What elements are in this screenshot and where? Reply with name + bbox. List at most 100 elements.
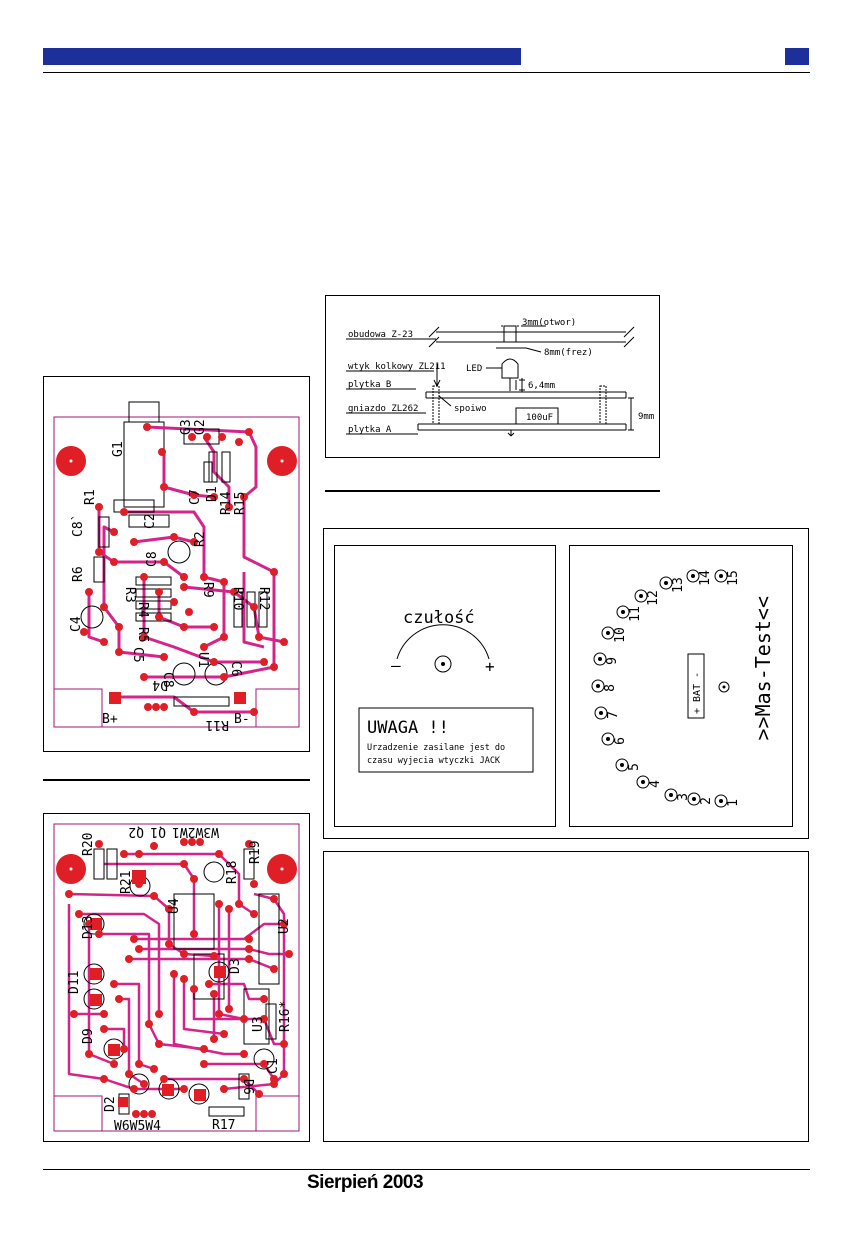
label-c8p: C8`	[71, 514, 86, 537]
battery-label: + BAT -	[692, 672, 703, 714]
label-height-9: 9mm	[638, 412, 654, 422]
label-r6: R6	[71, 566, 86, 582]
label-bminus: B-	[234, 712, 250, 727]
led-15	[714, 569, 728, 583]
label-height-64: 6,4mm	[528, 381, 555, 391]
panel-sensitivity-drawing: czułość – + UWAGA !! Urzadzenie zasilane…	[358, 608, 534, 773]
label-g3: G3	[179, 419, 194, 435]
led-scale-number-13: 13	[671, 577, 686, 593]
led-scale-number-6: 6	[613, 737, 628, 745]
label-d3: D3	[228, 958, 243, 974]
label-r10: R10	[230, 587, 245, 610]
label-r15: R15	[233, 492, 248, 515]
label-r14: R14	[219, 491, 234, 515]
potentiometer-knob[interactable]	[434, 655, 452, 673]
led-10	[601, 626, 615, 640]
label-g1: G1	[111, 441, 126, 457]
label-r20: R20	[81, 833, 96, 856]
label-q1: Q1	[150, 824, 166, 839]
label-c1: C1	[266, 1058, 281, 1074]
footer-rule	[43, 1169, 810, 1170]
label-r3: R3	[122, 587, 137, 603]
led-7	[594, 706, 608, 720]
led-8	[591, 679, 605, 693]
assembly-drawing: 3mm(otwor) obudowa Z-23 8mm(frez) wtyk k…	[346, 318, 654, 437]
label-w3w2w1: W3W2W1	[172, 824, 219, 839]
label-r1: R1	[83, 489, 98, 505]
led-13	[659, 576, 673, 590]
panel-sensitivity: czułość – + UWAGA !! Urzadzenie zasilane…	[334, 545, 556, 827]
led-9	[593, 652, 607, 666]
label-spoiwo: spoiwo	[454, 404, 487, 414]
label-d1: D1	[205, 486, 220, 502]
led-scale-number-15: 15	[726, 570, 741, 586]
pcb-board-2: R20 Q2 Q1 W3W2W1 R19 R21 R18 U4 U2 D13 D…	[53, 823, 300, 1134]
led-12	[634, 589, 648, 603]
warning-title: UWAGA !!	[367, 718, 449, 738]
led-scale-number-9: 9	[605, 657, 620, 665]
led-3	[664, 788, 678, 802]
label-u3: U3	[251, 1016, 266, 1032]
warning-line-2: czasu wyjecia wtyczki JACK	[367, 756, 501, 766]
label-obudowa: obudowa Z-23	[348, 330, 413, 340]
led-scale-number-2: 2	[699, 797, 714, 805]
label-r11: R11	[206, 717, 229, 732]
led-4	[636, 775, 650, 789]
label-c8b: C8	[160, 672, 175, 688]
label-c4: C4	[69, 616, 84, 632]
warning-line-1: Urzadzenie zasilane jest do	[367, 743, 505, 753]
led-2	[687, 792, 701, 806]
led-scale-number-12: 12	[646, 590, 661, 606]
label-d9: D9	[81, 1028, 96, 1044]
label-r9: R9	[200, 582, 215, 598]
led-scale-number-3: 3	[676, 793, 691, 801]
led-scale-number-1: 1	[726, 799, 741, 807]
header-rule	[43, 72, 810, 73]
sensitivity-label: czułość	[403, 608, 475, 628]
label-d6: D6	[240, 1079, 255, 1095]
label-w6w5w4: W6W5W4	[114, 1119, 161, 1134]
label-bplus: B+	[102, 712, 118, 727]
label-wtyk: wtyk kolkowy ZL211	[348, 362, 446, 372]
led-14	[686, 569, 700, 583]
sensitivity-minus: –	[391, 656, 401, 675]
brand-label: >>Mas-Test<<	[751, 596, 775, 741]
label-d11: D11	[67, 971, 82, 994]
label-frez: 8mm(frez)	[544, 348, 593, 358]
label-r16: R16*	[278, 1001, 293, 1032]
section-rule-left	[43, 779, 310, 781]
footer-date: Sierpień 2003	[307, 1172, 424, 1193]
label-c5: C5	[130, 647, 145, 663]
pcb-board-2-frame: R20 Q2 Q1 W3W2W1 R19 R21 R18 U4 U2 D13 D…	[43, 813, 310, 1142]
label-d13: D13	[81, 916, 96, 939]
led-6	[601, 732, 615, 746]
assembly-drawing-frame: 3mm(otwor) obudowa Z-23 8mm(frez) wtyk k…	[325, 295, 660, 458]
label-gniazdo: gniazdo ZL262	[348, 404, 418, 414]
blank-text-box	[323, 851, 809, 1142]
label-r17: R17	[212, 1118, 235, 1133]
label-g2: G2	[193, 419, 208, 435]
label-plytka-a: plytka A	[348, 425, 392, 435]
label-r21: R21	[119, 871, 134, 894]
label-capacitor: 100uF	[526, 413, 553, 423]
label-led: LED	[466, 364, 482, 374]
led-scale-number-7: 7	[606, 711, 621, 719]
led-1	[714, 794, 728, 808]
led-scale-number-14: 14	[698, 570, 713, 586]
label-u4: U4	[167, 898, 182, 914]
led-scale-number-11: 11	[628, 606, 643, 622]
label-plytka-b: plytka B	[348, 380, 391, 390]
label-r12: R12	[256, 587, 271, 610]
label-c2: C2	[143, 513, 158, 529]
led-scale-number-5: 5	[627, 763, 642, 771]
header-bar	[43, 48, 521, 65]
label-u1: U1	[195, 652, 210, 668]
led-5	[615, 758, 629, 772]
label-u2: U2	[277, 918, 292, 934]
label-d4: D4	[152, 677, 168, 692]
label-q2: Q2	[128, 824, 144, 839]
label-c8: C8	[145, 551, 160, 567]
label-r5: R5	[135, 627, 150, 643]
label-hole: 3mm(otwor)	[522, 318, 576, 328]
